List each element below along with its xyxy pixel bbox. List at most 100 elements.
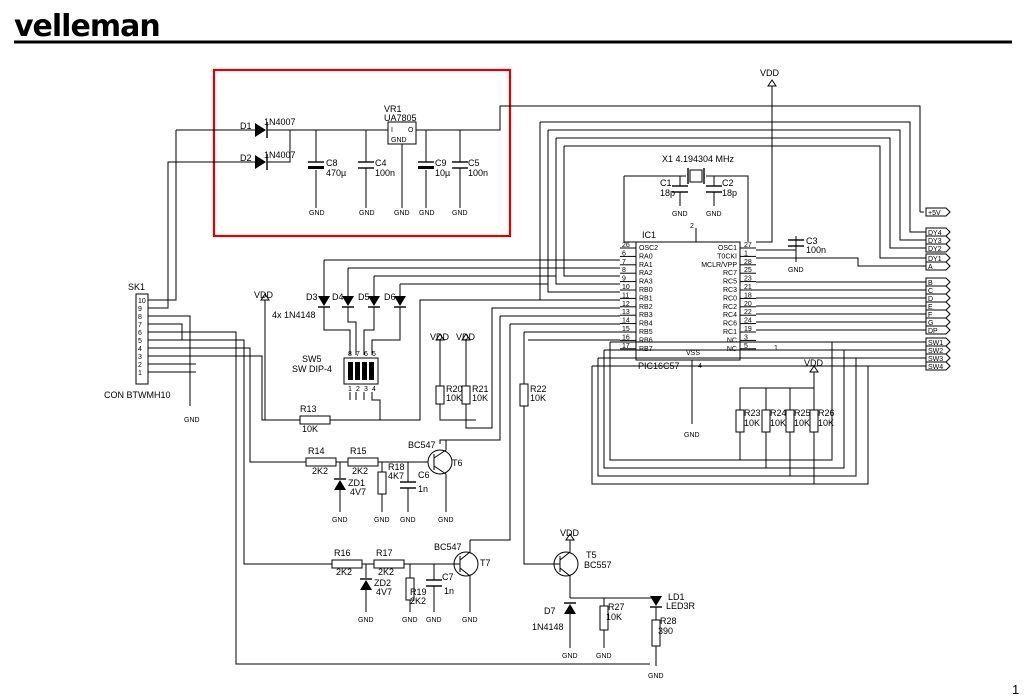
diode-d3 <box>318 296 330 308</box>
gnd-label: GND <box>332 517 348 524</box>
ic-pin-name: RB1 <box>639 295 653 302</box>
page-number: 1 <box>1012 682 1019 697</box>
gnd-label: GND <box>648 673 664 680</box>
ic-pin-number: 27 <box>744 242 752 249</box>
r17-label: R17 <box>376 548 393 558</box>
connector-label: SW4 <box>928 364 943 371</box>
r24-label: R24 <box>770 408 787 418</box>
diode-d2 <box>255 154 268 170</box>
diodes-value: 4x 1N4148 <box>272 310 316 320</box>
connector-label: D <box>928 296 933 303</box>
c8-label: C8 <box>326 158 338 168</box>
ic-pin-name: RC1 <box>723 329 737 336</box>
vdd-top: VDD <box>760 68 780 87</box>
ic-pin-name: RA2 <box>639 270 653 277</box>
c3: C3 100n GND <box>756 236 826 274</box>
gnd-label: GND <box>672 211 688 218</box>
connector-label: DP <box>928 328 938 335</box>
ic-pin-name: RA0 <box>639 253 653 260</box>
gnd-label: GND <box>184 417 200 424</box>
t7-value: BC547 <box>434 542 462 552</box>
vr1-in-label: I <box>391 127 393 134</box>
c4-value: 100n <box>375 168 395 178</box>
ic-pin-number: 7 <box>622 259 626 266</box>
t5-label: T5 <box>586 550 597 560</box>
ic-pin-number: 8 <box>622 267 626 274</box>
ld1-value: LED3R <box>666 601 696 611</box>
ic-pin-number: 15 <box>622 326 630 333</box>
gnd-label: GND <box>706 211 722 218</box>
ic-pin-number: 21 <box>744 284 752 291</box>
ic-pin-number: 26 <box>622 242 630 249</box>
zd1-label: ZD1 <box>348 478 365 488</box>
ic-pin-number: 3 <box>744 334 748 341</box>
connector-label: B <box>928 280 933 287</box>
d2-value: 1N4007 <box>264 150 296 160</box>
connector-b: B <box>925 277 951 287</box>
c5-value: 100n <box>468 168 488 178</box>
connector-dy3: DY3 <box>925 235 951 245</box>
sw5-pin-number: 8 <box>348 351 352 358</box>
resistor-r18 <box>377 471 387 495</box>
sw5-pin-number: 1 <box>348 386 352 393</box>
r20-value: 10K <box>446 393 462 403</box>
d1-value: 1N4007 <box>264 117 296 127</box>
r23-value: 10K <box>744 418 760 428</box>
r17-value: 2K2 <box>378 567 394 577</box>
r18-value: 4K7 <box>388 471 404 481</box>
gnd-label: GND <box>426 617 442 624</box>
connector-label: G <box>928 320 933 327</box>
vdd-label: VDD <box>560 528 580 538</box>
connector-d: D <box>925 293 951 303</box>
connector-label: C <box>928 288 933 295</box>
sw5-pin-number: 4 <box>372 386 376 393</box>
diode-d5 <box>368 296 380 308</box>
vdd-label: VDD <box>254 290 274 300</box>
gnd-label: GND <box>596 653 612 660</box>
sw5-pin-number: 3 <box>364 386 368 393</box>
ic-pin-number: 19 <box>744 326 752 333</box>
gnd-label: GND <box>452 210 468 217</box>
d3-label: D3 <box>306 292 318 302</box>
r25-label: R25 <box>794 408 811 418</box>
gnd-label: GND <box>438 517 454 524</box>
ic-pin-name: RB3 <box>639 312 653 319</box>
ic-pin-name: RC4 <box>723 312 737 319</box>
sk1-pin-number: 1 <box>138 370 142 377</box>
zd2-value: 4V7 <box>376 587 392 597</box>
vdd-label: VDD <box>804 358 824 368</box>
ic-pin-number: 22 <box>744 309 752 316</box>
d4-label: D4 <box>332 292 344 302</box>
sk1-pin-number: 8 <box>138 314 142 321</box>
r27-label: R27 <box>608 602 625 612</box>
r27-value: 10K <box>606 612 622 622</box>
connector-label: +5V <box>928 210 941 217</box>
connector-a: A <box>925 261 951 271</box>
sw5-pin-number: 6 <box>364 351 368 358</box>
ic-pin-name: MCLR/VPP <box>701 262 737 269</box>
ic-pin-number: 23 <box>744 276 752 283</box>
resistor-r23 <box>735 409 745 433</box>
ic-pin-name: RC7 <box>723 270 737 277</box>
gnd-label: GND <box>462 617 478 624</box>
x1-label: X1 4.194304 MHz <box>662 154 735 164</box>
ic-pin-name: OSC2 <box>639 245 658 252</box>
connector-sw3: SW3 <box>925 353 951 363</box>
ic-pin-number: 13 <box>622 309 630 316</box>
ic-pin-name: T0CKI <box>717 253 737 260</box>
r13-value: 10K <box>302 424 318 434</box>
r16-value: 2K2 <box>336 567 352 577</box>
brand-logo: velleman <box>14 9 160 44</box>
r14-value: 2K2 <box>312 466 328 476</box>
gnd-label: GND <box>400 517 416 524</box>
ic-pin-name: RB0 <box>639 287 653 294</box>
sk1-pin-number: 4 <box>138 346 142 353</box>
connector-plus-5v: +5V <box>925 207 951 217</box>
r26-value: 10K <box>818 418 834 428</box>
resistor-r17 <box>373 559 405 569</box>
c3-value: 100n <box>806 245 826 255</box>
c7-value: 1n <box>444 586 454 596</box>
sk1-pin-number: 10 <box>138 298 146 305</box>
resistor-r27 <box>599 605 609 631</box>
